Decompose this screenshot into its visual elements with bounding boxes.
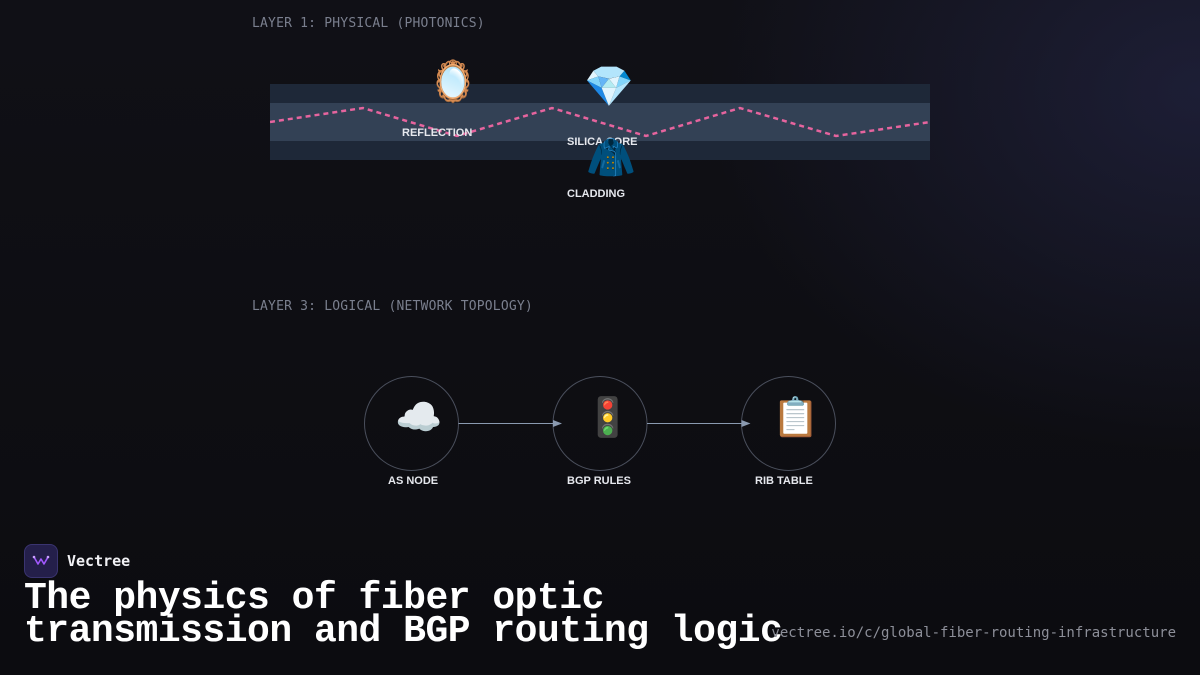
title-line-2: transmission and BGP routing logic	[24, 610, 783, 653]
brand-name: Vectree	[67, 552, 131, 570]
cloud-icon: ☁️	[395, 395, 443, 439]
gem-icon: 💎	[584, 64, 634, 110]
vectree-mark-icon	[32, 555, 50, 565]
as-node-label: AS NODE	[388, 475, 439, 487]
network-topology	[364, 376, 836, 471]
source-url[interactable]: vectree.io/c/global-fiber-routing-infras…	[771, 625, 1176, 641]
title-line-1: The physics of fiber optic	[24, 577, 604, 620]
reflection-label: REFLECTION	[402, 127, 473, 139]
layer3-title: LAYER 3: LOGICAL (NETWORK TOPOLOGY)	[252, 299, 533, 314]
rib-table-label: RIB TABLE	[755, 475, 813, 487]
clipboard-icon: 📋	[772, 395, 820, 439]
layer1-title: LAYER 1: PHYSICAL (PHOTONICS)	[252, 16, 485, 31]
coat-icon: 🧥	[586, 135, 636, 181]
bgp-rules-label: BGP RULES	[567, 475, 631, 487]
traffic-light-icon: 🚦	[584, 395, 632, 439]
silica-core-label: SILICA CORE	[567, 136, 638, 148]
cladding-label: CLADDING	[567, 188, 626, 200]
mirror-icon: 🪞	[428, 59, 478, 105]
core-band	[270, 103, 930, 141]
vectree-logo-icon	[24, 544, 58, 578]
light-ray-path	[270, 106, 930, 138]
brand[interactable]: Vectree	[24, 544, 130, 578]
fiber-optic-cable	[270, 84, 930, 160]
page-title: The physics of fiber optic transmission …	[24, 580, 783, 651]
